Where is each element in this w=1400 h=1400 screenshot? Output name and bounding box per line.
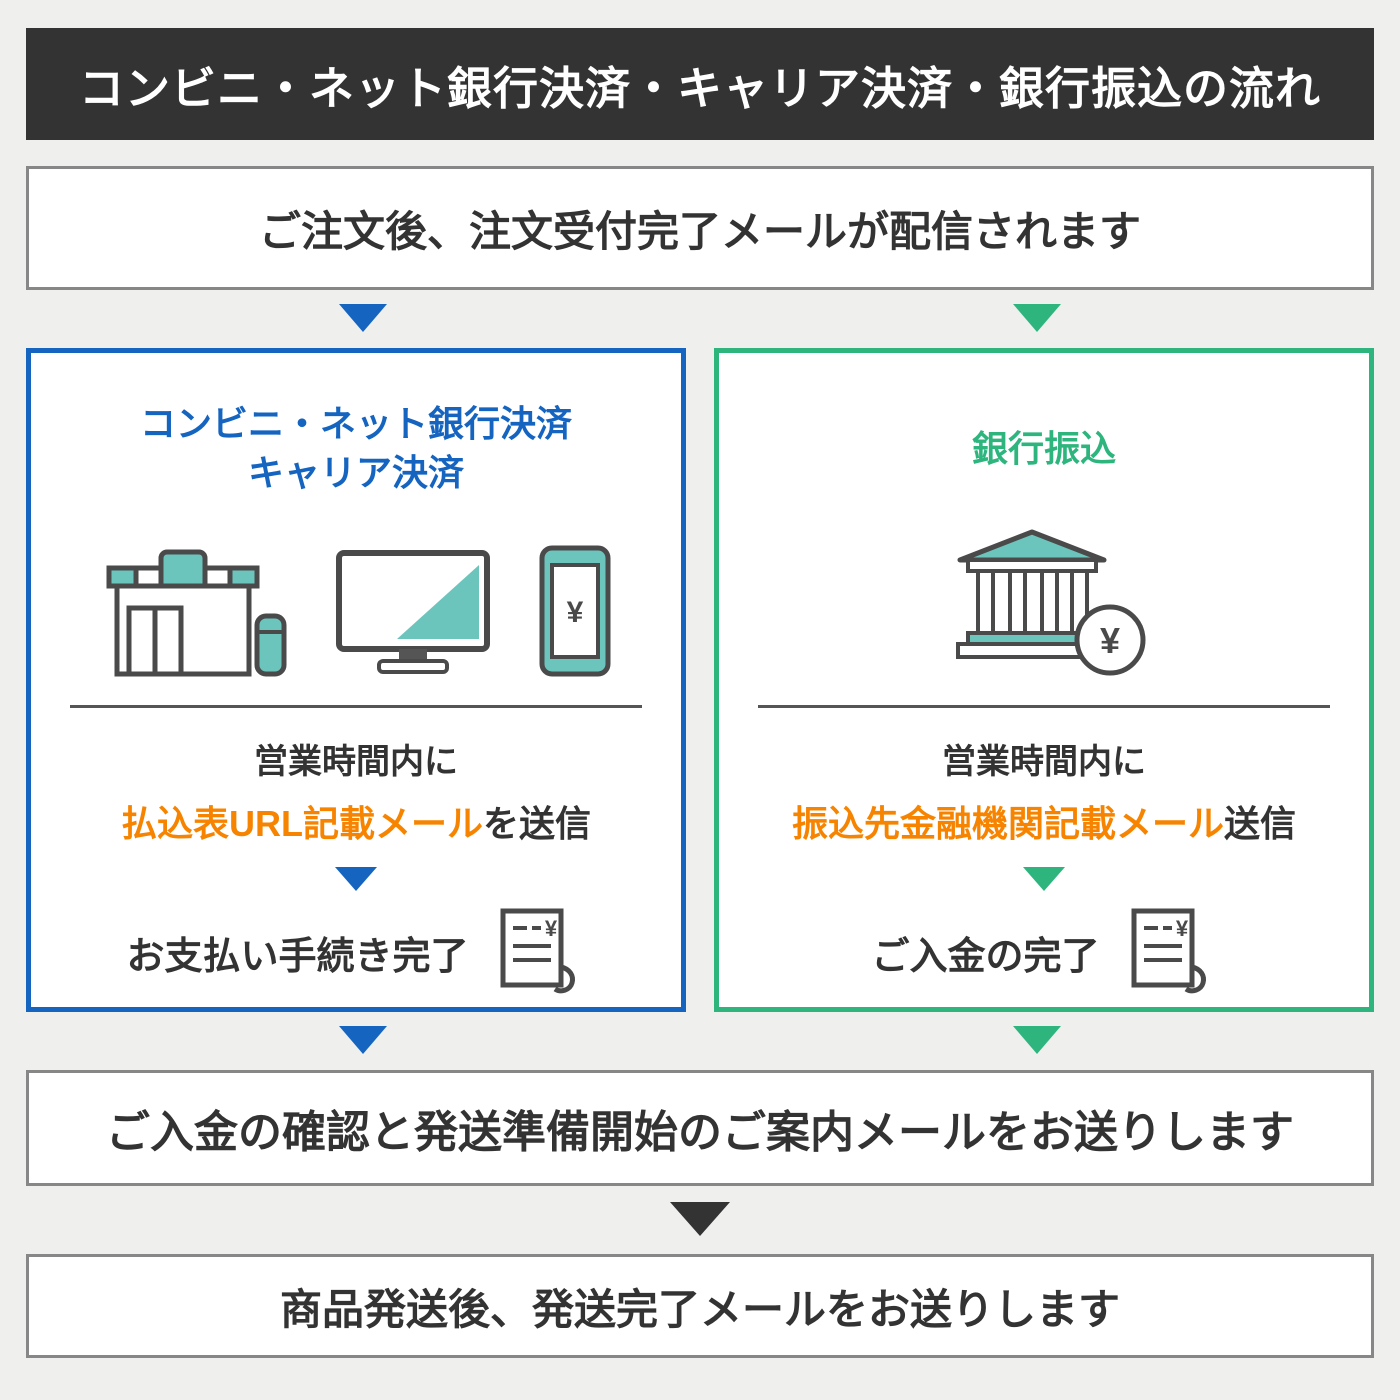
- convenience-store-icon: [106, 549, 287, 677]
- merge-arrows: [26, 1026, 1374, 1056]
- bank-mail-highlight: 振込先金融機関記載メール: [791, 803, 1224, 844]
- step-payment-confirmed: ご入金の確認と発送準備開始のご案内メールをお送りします: [26, 1070, 1374, 1186]
- down-arrow-green-icon: [1013, 1026, 1061, 1054]
- smartphone-yen-symbol: ¥: [567, 596, 584, 629]
- receipt-icon: ¥: [1131, 908, 1206, 994]
- payment-complete-row: お支払い手続き完了 ¥: [126, 905, 585, 1000]
- bank-yen-symbol: ¥: [1099, 620, 1119, 661]
- bank-hours-text: 営業時間内に: [942, 743, 1146, 781]
- bank-icon-row: ¥: [942, 527, 1147, 679]
- panel-bank-title-text: 銀行振込: [971, 427, 1116, 469]
- panel-convenience-title-line1: コンビニ・ネット銀行決済: [139, 403, 572, 445]
- deposit-complete-row: ご入金の完了 ¥: [871, 905, 1216, 1000]
- branch-arrows: [26, 304, 1374, 334]
- deposit-complete-text: ご入金の完了: [871, 936, 1100, 978]
- bank-mail-suffix: 送信: [1224, 803, 1297, 844]
- down-arrow-green-small-icon: [1023, 867, 1065, 891]
- bank-mail-text: 振込先金融機関記載メール送信: [792, 795, 1296, 847]
- down-arrow-blue-icon: [339, 1026, 387, 1054]
- receipt-yen-symbol: ¥: [544, 916, 557, 941]
- branch-panels: コンビニ・ネット銀行決済 キャリア決済: [26, 348, 1374, 1012]
- convenience-icon-row: ¥: [99, 527, 613, 679]
- convenience-mail-suffix: を送信: [482, 803, 591, 844]
- convenience-mail-text: 払込表URL記載メールを送信: [121, 795, 591, 847]
- down-arrow-green-icon: [1013, 304, 1061, 332]
- computer-monitor-icon: [336, 550, 490, 674]
- step-order-received: ご注文後、注文受付完了メールが配信されます: [26, 166, 1374, 290]
- panel-divider: [758, 705, 1330, 708]
- panel-bank-title: 銀行振込: [972, 399, 1116, 499]
- step-shipped: 商品発送後、発送完了メールをお送りします: [26, 1254, 1374, 1358]
- down-arrow-blue-icon: [339, 304, 387, 332]
- down-arrow-blue-small-icon: [335, 867, 377, 891]
- panel-divider: [70, 705, 642, 708]
- convenience-mail-highlight: 払込表URL記載メール: [120, 803, 483, 844]
- smartphone-icon: ¥: [539, 545, 611, 677]
- convenience-hours-text: 営業時間内に: [254, 743, 458, 781]
- down-arrow-dark-icon: [670, 1202, 730, 1236]
- panel-convenience-title: コンビニ・ネット銀行決済 キャリア決済: [140, 399, 572, 499]
- page-title: コンビニ・ネット銀行決済・キャリア決済・銀行振込の流れ: [26, 28, 1374, 140]
- panel-convenience-payment: コンビニ・ネット銀行決済 キャリア決済: [26, 348, 686, 1012]
- payment-complete-text: お支払い手続き完了: [126, 936, 469, 978]
- panel-convenience-title-line2: キャリア決済: [247, 452, 464, 493]
- final-arrow-row: [26, 1202, 1374, 1238]
- receipt-icon: ¥: [500, 908, 575, 994]
- bank-icon: ¥: [955, 529, 1145, 676]
- receipt-yen-symbol: ¥: [1175, 916, 1188, 941]
- panel-bank-transfer: 銀行振込 ¥ 営業時間内に 振込先金融機関: [714, 348, 1374, 1012]
